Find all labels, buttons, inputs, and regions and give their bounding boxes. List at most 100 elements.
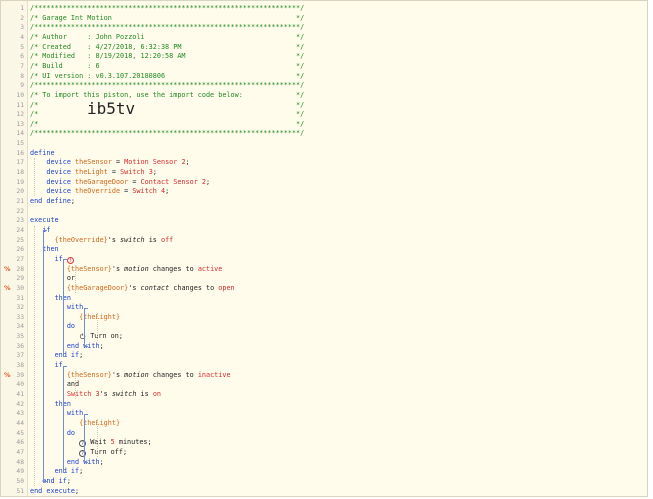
code-line[interactable]: end with; <box>30 341 104 352</box>
code-line[interactable]: and <box>30 379 79 390</box>
statement-text: ; <box>79 351 84 360</box>
statement-text: ; <box>70 197 76 205</box>
block-bracket <box>63 259 64 356</box>
indent-guide <box>97 312 98 342</box>
variable-token: theSensor <box>75 158 112 167</box>
statement-text: = <box>120 187 133 196</box>
code-line[interactable]: if <box>30 225 50 236</box>
code-line[interactable]: /***************************************… <box>30 128 304 139</box>
code-line[interactable]: device theLight = Switch 3; <box>30 167 157 178</box>
code-line[interactable]: end execute; <box>30 486 79 497</box>
question-icon[interactable]: ? <box>79 449 87 457</box>
code-line[interactable]: do <box>30 428 75 439</box>
code-line[interactable]: /* Build : 6 */ <box>30 61 304 72</box>
code-line[interactable]: end with; <box>30 457 104 468</box>
block-bracket-hook <box>43 230 47 232</box>
code-line[interactable]: /* Author : John Pozzoli */ <box>30 32 304 43</box>
code-line[interactable]: /* To import this piston, use the import… <box>30 90 304 101</box>
code-line[interactable]: end define; <box>30 196 75 207</box>
line-number: 12 <box>16 111 24 119</box>
line-number: 29 <box>16 275 24 283</box>
line-number: 48 <box>16 458 24 466</box>
code-line[interactable]: /* Modified : 8/19/2018, 12:20:58 AM */ <box>30 51 304 62</box>
code-line[interactable]: end if; <box>30 466 84 477</box>
code-line[interactable]: execute <box>30 215 59 226</box>
code-line[interactable]: then <box>30 244 58 255</box>
statement-text: ; <box>152 168 157 177</box>
code-line[interactable]: then <box>30 293 71 304</box>
line-number: 46 <box>16 439 24 447</box>
attribute-text: contact <box>140 283 170 292</box>
code-line[interactable]: /* UI version : v0.3.107.20180806 */ <box>30 71 304 82</box>
code-line[interactable]: ? Turn off; <box>30 447 127 458</box>
line-number: 38 <box>16 362 24 370</box>
code-line[interactable]: {theLight} <box>30 312 120 323</box>
block-bracket-hook <box>63 355 67 357</box>
statement-text: 's <box>111 370 125 379</box>
code-line[interactable]: {theGarageDoor}'s contact changes to ope… <box>30 283 235 294</box>
code-line[interactable]: define <box>30 148 55 159</box>
trigger-marker-icon[interactable]: % <box>4 264 11 273</box>
device-token: inactive <box>197 370 231 379</box>
code-line[interactable]: /***************************************… <box>30 22 304 33</box>
attribute-text: switch <box>120 235 145 244</box>
trigger-marker-icon[interactable]: % <box>4 283 11 292</box>
keyword: end define <box>30 197 71 205</box>
code-line[interactable]: /***************************************… <box>30 3 304 14</box>
block-bracket-hook <box>63 365 67 367</box>
indent <box>30 342 67 350</box>
question-icon[interactable]: ? <box>79 440 87 448</box>
code-line[interactable]: {theOverride}'s switch is off <box>30 235 174 246</box>
statement-text: = <box>107 168 121 177</box>
code-line[interactable]: /* Created : 4/27/2018, 6:32:38 PM */ <box>30 42 304 53</box>
line-number: 9 <box>20 82 24 90</box>
code-line[interactable]: if <box>30 360 63 371</box>
variable-token: {theLight} <box>79 312 121 321</box>
code-line[interactable]: if ! <box>30 254 74 265</box>
block-bracket-hook <box>84 413 88 415</box>
code-line[interactable]: {theSensor}'s motion changes to inactive <box>30 370 231 381</box>
code-line[interactable]: Switch 3's switch is on <box>30 389 161 400</box>
trigger-marker-icon[interactable]: % <box>4 370 11 379</box>
code-line[interactable]: /* Garage Int Motion */ <box>30 13 304 24</box>
code-line[interactable]: {theLight} <box>30 418 120 429</box>
keyword: if <box>54 254 67 263</box>
code-line[interactable]: ? Wait 5 minutes; <box>30 437 152 448</box>
code-line[interactable]: do <box>30 321 75 332</box>
code-line[interactable]: {theSensor}'s motion changes to active <box>30 264 223 275</box>
indent <box>30 409 67 417</box>
import-code[interactable]: ib5tv <box>87 99 136 118</box>
device-token: Motion Sensor 2 <box>124 158 186 167</box>
keyword: device <box>46 187 76 196</box>
code-line[interactable]: device theGarageDoor = Contact Sensor 2; <box>30 177 210 188</box>
code-line[interactable]: /***************************************… <box>30 80 304 91</box>
code-line[interactable]: end if; <box>30 476 71 487</box>
code-line[interactable]: /* */ <box>30 119 304 130</box>
line-number: 8 <box>20 72 24 80</box>
code-line[interactable]: /* */ <box>30 109 304 120</box>
statement-text: ; <box>79 467 84 476</box>
code-line[interactable]: with <box>30 408 83 419</box>
code-line[interactable]: device theSensor = Motion Sensor 2; <box>30 157 189 168</box>
code-line[interactable]: ⏻ Turn on; <box>30 331 123 342</box>
code-line[interactable]: /* */ <box>30 100 304 111</box>
keyword: end if <box>42 476 67 485</box>
statement-text: 's <box>111 264 125 273</box>
keyword: define <box>30 148 55 157</box>
block-bracket <box>63 365 64 472</box>
code-line[interactable]: end if; <box>30 350 84 361</box>
indent <box>30 332 79 340</box>
cond-icon[interactable]: ! <box>66 256 74 264</box>
line-number: 32 <box>16 304 24 312</box>
power-icon[interactable]: ⏻ <box>79 333 86 342</box>
line-number: 4 <box>20 33 24 41</box>
code-line[interactable]: device theOverride = Switch 4; <box>30 186 169 197</box>
statement-text: is <box>144 235 161 244</box>
statement-text: ; <box>66 476 71 485</box>
keyword: do <box>66 322 76 331</box>
indent <box>30 168 46 176</box>
code-line[interactable]: or <box>30 273 75 284</box>
code-line[interactable]: with <box>30 302 83 313</box>
keyword: device <box>46 168 76 177</box>
code-line[interactable]: then <box>30 399 71 410</box>
